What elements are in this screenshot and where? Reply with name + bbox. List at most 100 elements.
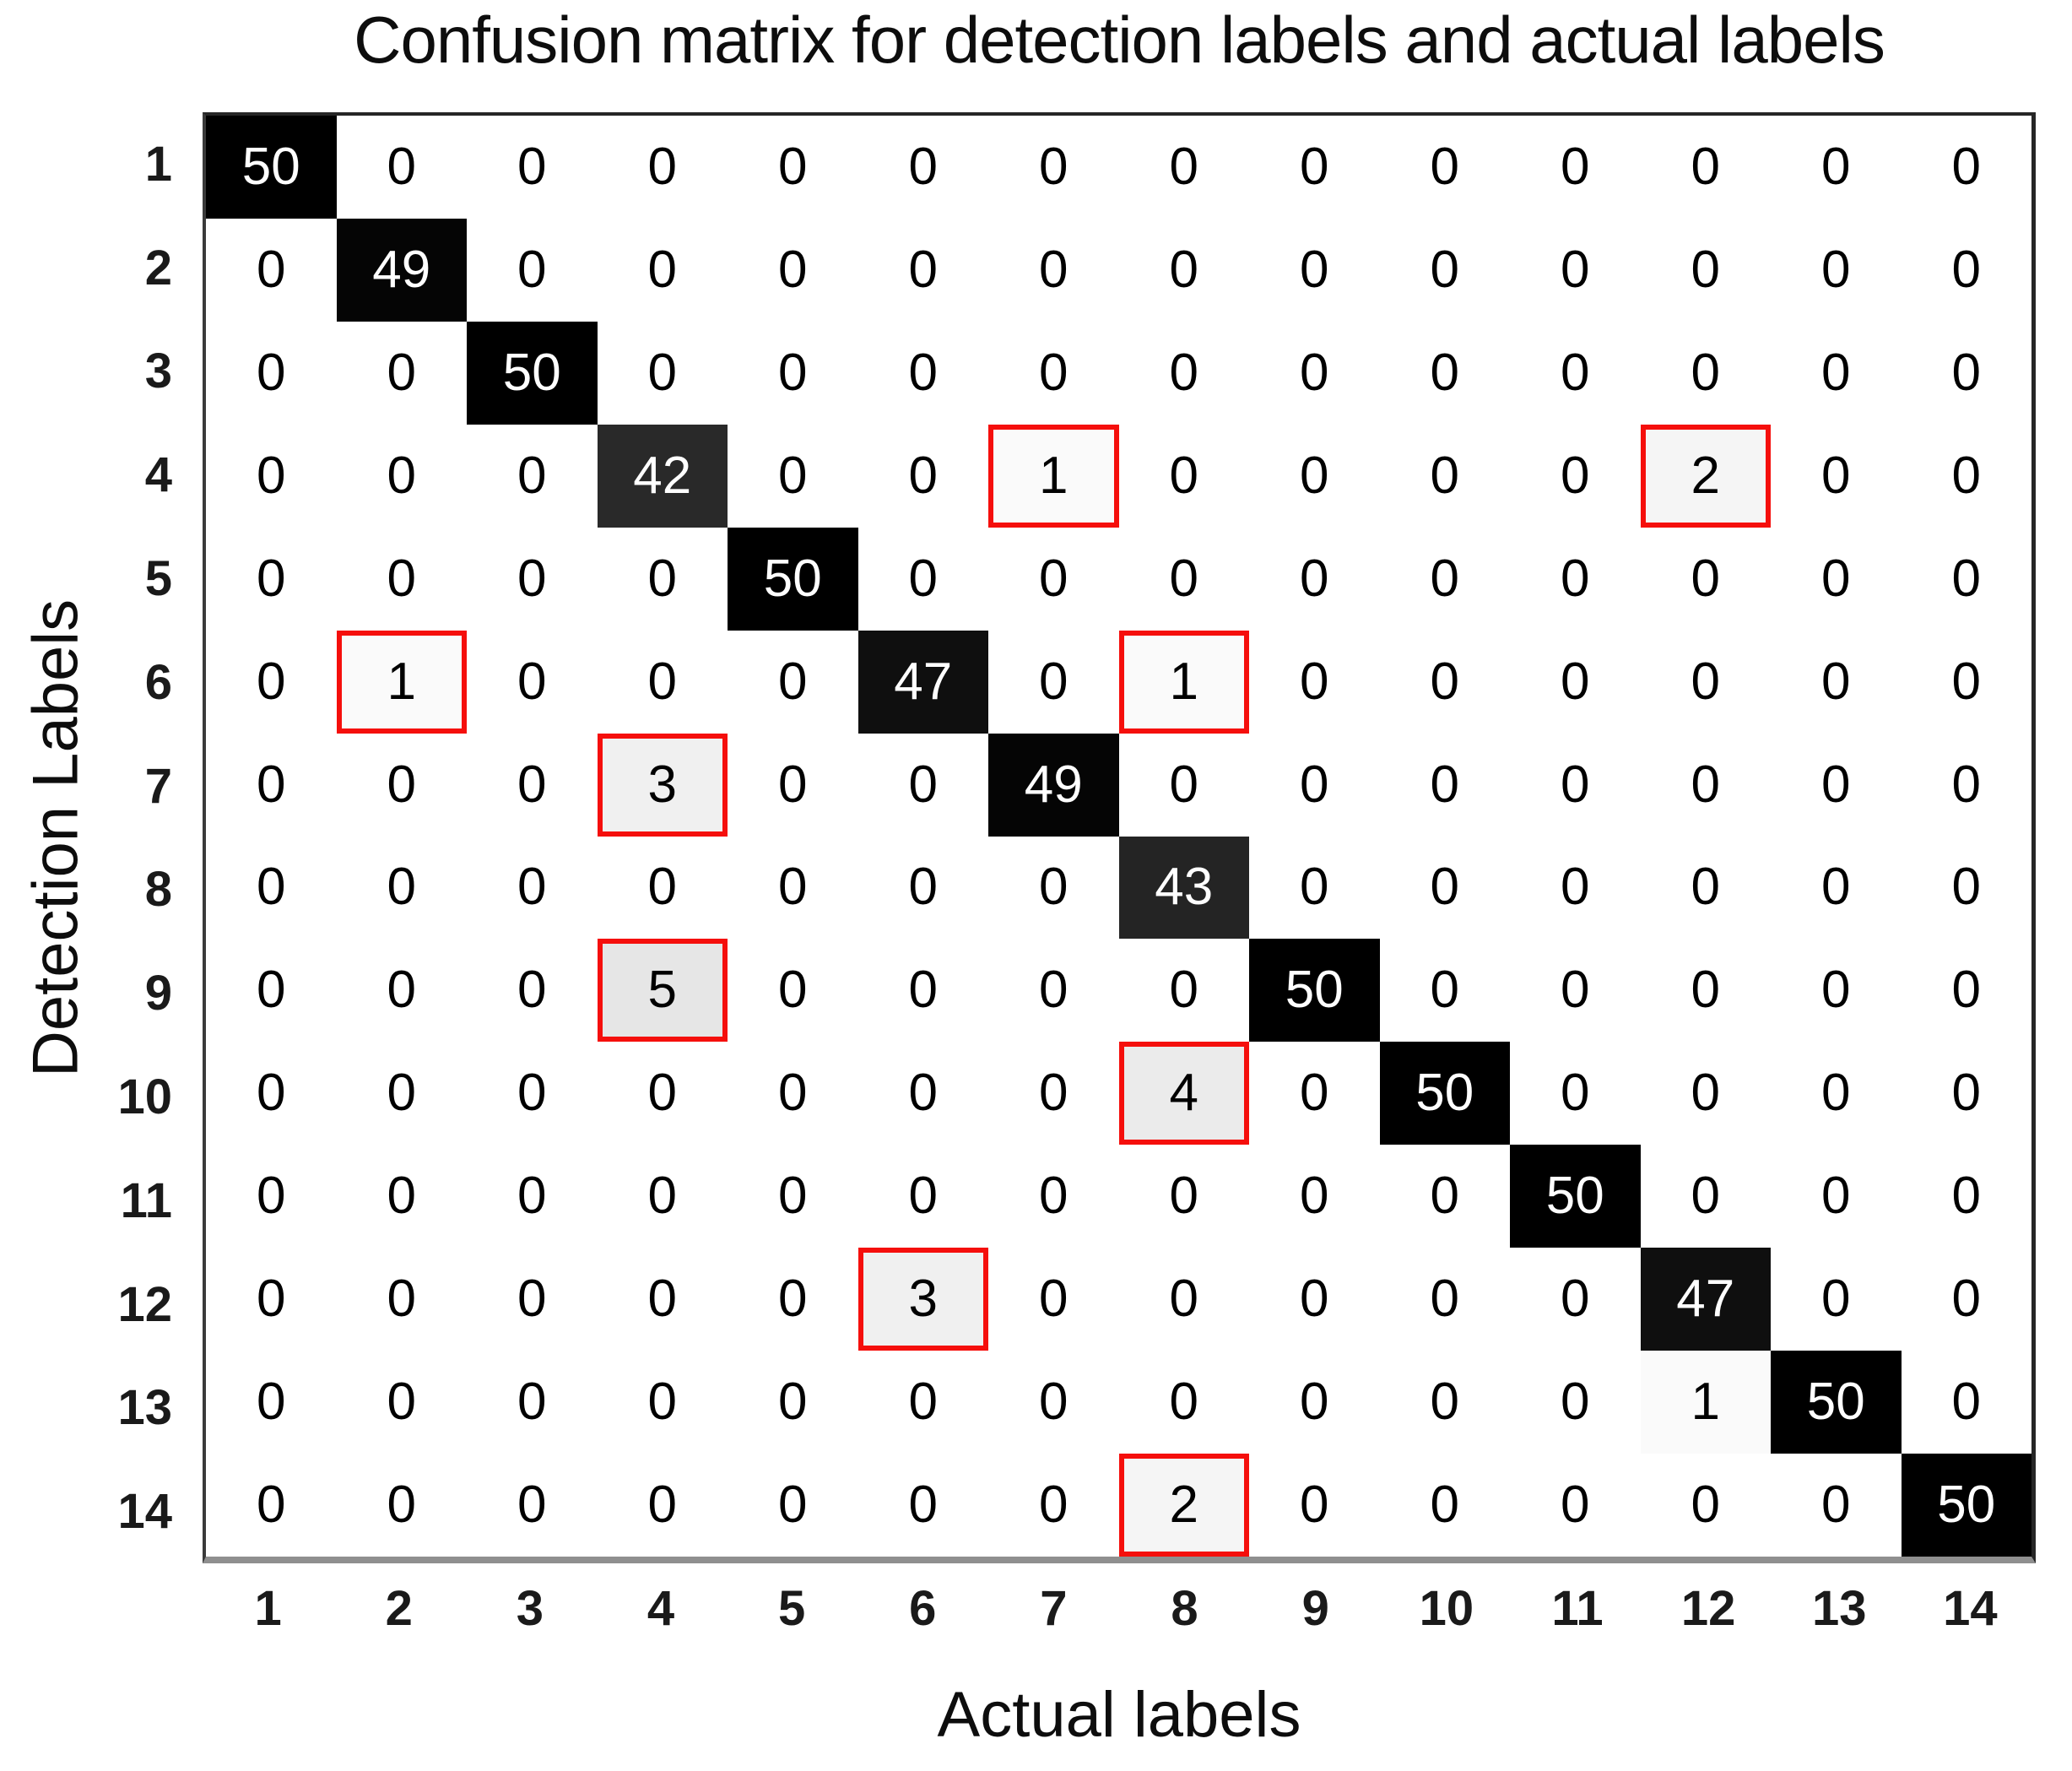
matrix-cell: 0 bbox=[336, 1248, 467, 1351]
matrix-cell: 47 bbox=[1640, 1248, 1771, 1351]
matrix-cell: 0 bbox=[857, 939, 988, 1043]
matrix-cell: 0 bbox=[1249, 218, 1380, 322]
matrix-cell: 0 bbox=[1379, 1454, 1510, 1557]
x-tick-label: 7 bbox=[1040, 1581, 1068, 1636]
matrix-cell: 0 bbox=[728, 424, 858, 528]
matrix-cell: 0 bbox=[1771, 321, 1902, 425]
matrix-cell: 0 bbox=[1901, 116, 2031, 219]
matrix-cell: 0 bbox=[1118, 218, 1249, 322]
matrix-cell: 49 bbox=[988, 733, 1119, 837]
matrix-cell: 0 bbox=[1510, 836, 1641, 940]
matrix-cell: 47 bbox=[857, 630, 988, 734]
y-tick-label: 5 bbox=[144, 551, 172, 607]
matrix-cell: 0 bbox=[1640, 1042, 1771, 1145]
matrix-cell: 0 bbox=[1640, 1145, 1771, 1248]
x-tick-label: 11 bbox=[1551, 1581, 1604, 1636]
matrix-cell: 0 bbox=[1640, 116, 1771, 219]
matrix-cell: 0 bbox=[728, 1248, 858, 1351]
matrix-cell: 0 bbox=[1771, 836, 1902, 940]
matrix-cell: 0 bbox=[988, 527, 1119, 631]
matrix-cell: 0 bbox=[467, 1042, 598, 1145]
matrix-cell: 0 bbox=[1901, 1042, 2031, 1145]
matrix-cell: 0 bbox=[1118, 1351, 1249, 1454]
matrix-cell: 0 bbox=[1640, 630, 1771, 734]
matrix-cell: 0 bbox=[597, 1145, 728, 1248]
x-tick-label: 13 bbox=[1812, 1581, 1867, 1636]
matrix-cell: 0 bbox=[467, 116, 598, 219]
matrix-cell: 1 bbox=[1118, 630, 1249, 734]
matrix-cell: 0 bbox=[1249, 630, 1380, 734]
matrix-cell: 0 bbox=[857, 116, 988, 219]
matrix-cell: 0 bbox=[728, 1351, 858, 1454]
matrix-cell: 0 bbox=[467, 836, 598, 940]
matrix-cell: 0 bbox=[597, 116, 728, 219]
matrix-cell: 0 bbox=[1249, 1145, 1380, 1248]
matrix-cell: 0 bbox=[1510, 733, 1641, 837]
matrix-cell: 0 bbox=[206, 527, 337, 631]
matrix-cell: 0 bbox=[1510, 939, 1641, 1043]
matrix-cell: 0 bbox=[1901, 836, 2031, 940]
matrix-cell: 0 bbox=[1249, 116, 1380, 219]
x-tick-label: 4 bbox=[646, 1581, 675, 1636]
y-tick-label: 8 bbox=[144, 862, 172, 918]
matrix-cell: 0 bbox=[336, 1454, 467, 1557]
matrix-cell: 0 bbox=[1379, 733, 1510, 837]
matrix-cell: 49 bbox=[336, 218, 467, 322]
x-tick-label: 9 bbox=[1301, 1581, 1329, 1636]
matrix-cell: 5 bbox=[597, 939, 728, 1043]
matrix-cell: 4 bbox=[1118, 1042, 1249, 1145]
matrix-cell: 0 bbox=[1771, 424, 1902, 528]
matrix-cell: 0 bbox=[336, 116, 467, 219]
matrix-cell: 0 bbox=[1771, 218, 1902, 322]
matrix-cell: 2 bbox=[1640, 424, 1771, 528]
matrix-cell: 0 bbox=[597, 527, 728, 631]
matrix-cell: 0 bbox=[206, 321, 337, 425]
matrix-cell: 0 bbox=[857, 1145, 988, 1248]
matrix-cell: 0 bbox=[597, 218, 728, 322]
matrix-cell: 0 bbox=[1379, 116, 1510, 219]
matrix-cell: 0 bbox=[467, 1248, 598, 1351]
matrix-cell: 0 bbox=[1640, 1454, 1771, 1557]
y-tick-label: 13 bbox=[117, 1380, 172, 1436]
matrix-cell: 0 bbox=[728, 939, 858, 1043]
matrix-cell: 0 bbox=[988, 1145, 1119, 1248]
matrix-cell: 0 bbox=[1510, 1351, 1641, 1454]
matrix-cell: 0 bbox=[597, 1454, 728, 1557]
matrix-cell: 0 bbox=[1118, 733, 1249, 837]
matrix-cell: 0 bbox=[988, 1248, 1119, 1351]
matrix-cell: 0 bbox=[857, 424, 988, 528]
matrix-cell: 50 bbox=[1901, 1454, 2031, 1557]
matrix-cell: 0 bbox=[728, 630, 858, 734]
y-tick-label: 9 bbox=[144, 966, 172, 1021]
x-tick-label: 5 bbox=[778, 1581, 806, 1636]
matrix-cell: 0 bbox=[1640, 218, 1771, 322]
matrix-cell: 0 bbox=[988, 939, 1119, 1043]
matrix-cell: 0 bbox=[597, 630, 728, 734]
matrix-cell: 0 bbox=[467, 218, 598, 322]
y-tick-label: 6 bbox=[144, 654, 172, 710]
matrix-cell: 0 bbox=[206, 733, 337, 837]
matrix-cell: 3 bbox=[857, 1248, 988, 1351]
y-tick-label: 1 bbox=[144, 136, 172, 192]
matrix-cell: 0 bbox=[857, 1042, 988, 1145]
matrix-cell: 0 bbox=[1379, 939, 1510, 1043]
matrix-cell: 0 bbox=[467, 424, 598, 528]
matrix-cell: 0 bbox=[1640, 733, 1771, 837]
matrix-cell: 0 bbox=[1771, 116, 1902, 219]
matrix-cell: 50 bbox=[1249, 939, 1380, 1043]
y-tick-label: 2 bbox=[144, 240, 172, 295]
y-tick-label: 11 bbox=[120, 1173, 172, 1228]
matrix-cell: 0 bbox=[1901, 733, 2031, 837]
matrix-cell: 0 bbox=[857, 836, 988, 940]
matrix-cell: 0 bbox=[336, 527, 467, 631]
matrix-cell: 0 bbox=[1901, 527, 2031, 631]
matrix-cell: 0 bbox=[857, 218, 988, 322]
matrix-cell: 0 bbox=[728, 1454, 858, 1557]
matrix-cell: 0 bbox=[728, 321, 858, 425]
matrix-cell: 0 bbox=[1510, 527, 1641, 631]
matrix-cell: 50 bbox=[1379, 1042, 1510, 1145]
matrix-cell: 2 bbox=[1118, 1454, 1249, 1557]
matrix-cell: 0 bbox=[1901, 1145, 2031, 1248]
matrix-cell: 0 bbox=[1640, 939, 1771, 1043]
